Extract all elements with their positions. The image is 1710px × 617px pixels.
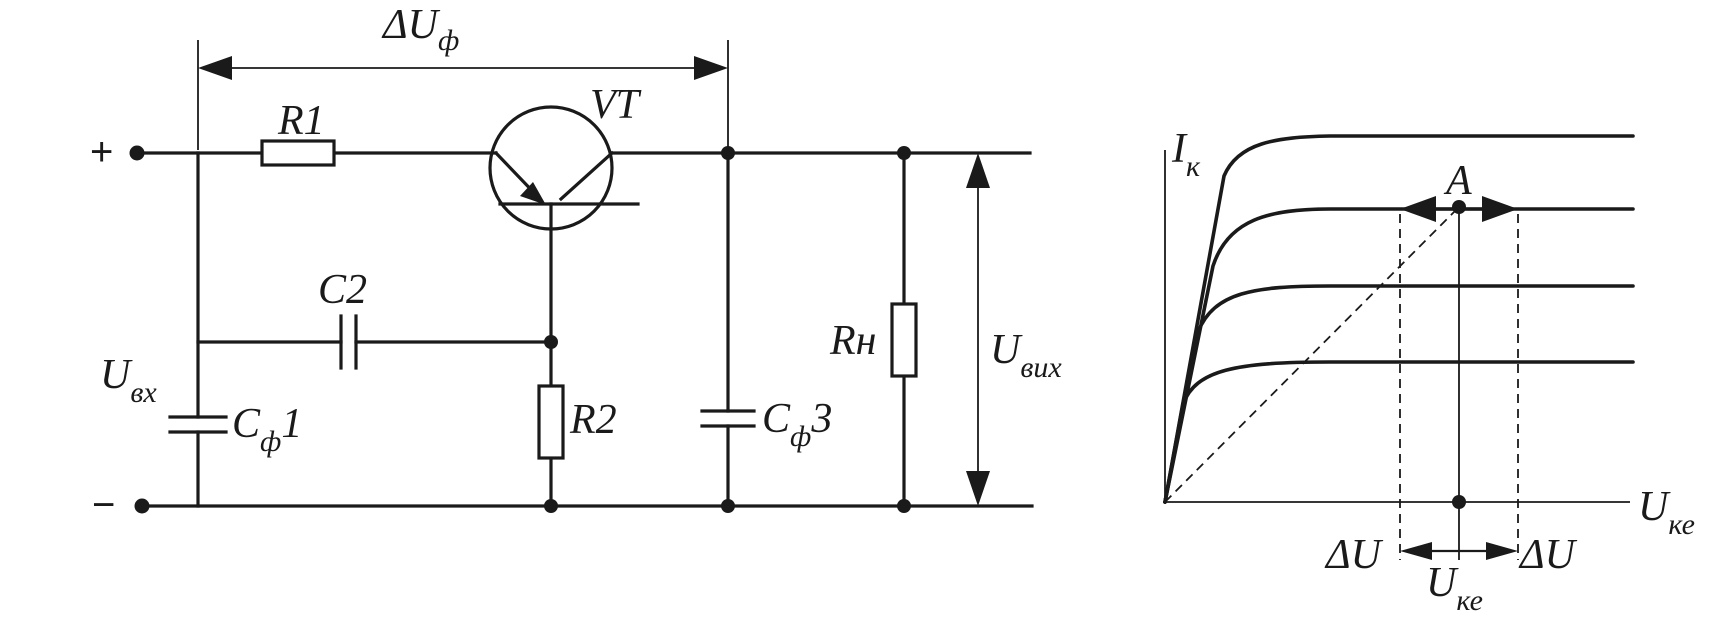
- uke-bottom-label: Uке: [1426, 560, 1483, 617]
- plus-sign: +: [90, 130, 113, 174]
- characteristic-curve: [1163, 207, 1635, 504]
- arrowhead-right: [694, 56, 728, 80]
- operating-point-projection: [1452, 495, 1466, 509]
- plus-terminal: [129, 145, 145, 161]
- uke-axis-label: Uке: [1638, 484, 1695, 541]
- arrowhead-left: [198, 56, 232, 80]
- minus-terminal: [134, 498, 150, 514]
- uvyx-label: Uвих: [990, 327, 1062, 384]
- r1-resistor: [260, 139, 336, 167]
- ik-label: Iк: [1171, 126, 1201, 183]
- delta-u-left-label: ΔU: [1324, 532, 1384, 578]
- r2-resistor: [537, 384, 565, 460]
- junction-dot: [897, 499, 911, 513]
- junction-dot: [721, 499, 735, 513]
- swing-arrowhead-right: [1482, 196, 1518, 222]
- uvx-label: Uвх: [100, 352, 157, 409]
- swing-arrowhead-left: [1400, 196, 1436, 222]
- uvyx-arrow-top: [966, 153, 990, 188]
- characteristic-curve: [1163, 284, 1635, 504]
- output-characteristics-graph: Iк A Uке ΔU ΔU Uке: [1163, 126, 1695, 617]
- rn-label: Rн: [829, 318, 877, 364]
- vt-emitter-arrow: [520, 182, 546, 205]
- uvyx-arrow-bottom: [966, 471, 990, 506]
- point-a-label: A: [1443, 158, 1472, 204]
- delta-uf-label: ΔUф: [381, 2, 459, 57]
- junction-dot: [897, 146, 911, 160]
- r1-label: R1: [277, 98, 325, 144]
- delta-u-right-label: ΔU: [1518, 532, 1578, 578]
- cf1-label: Cф1: [232, 401, 302, 458]
- characteristic-curve: [1163, 360, 1635, 504]
- load-line: [1164, 206, 1460, 503]
- vt-label: VT: [590, 82, 642, 128]
- characteristic-curve: [1163, 134, 1635, 504]
- junction-dot: [544, 499, 558, 513]
- bottom-arrowhead-right: [1486, 542, 1518, 560]
- circuit-schematic: ΔUф R1 VT C2 Uвх Cф1 R2 Cф3 Rн Uвих + −: [90, 2, 1062, 527]
- c2-label: C2: [318, 267, 367, 313]
- bottom-arrowhead-left: [1400, 542, 1432, 560]
- vt-collector: [558, 150, 615, 202]
- r2-label: R2: [569, 397, 617, 443]
- junction-dot: [721, 146, 735, 160]
- cf3-label: Cф3: [762, 396, 832, 453]
- minus-sign: −: [92, 483, 115, 527]
- rn-resistor: [890, 302, 918, 378]
- junction-dot: [544, 335, 558, 349]
